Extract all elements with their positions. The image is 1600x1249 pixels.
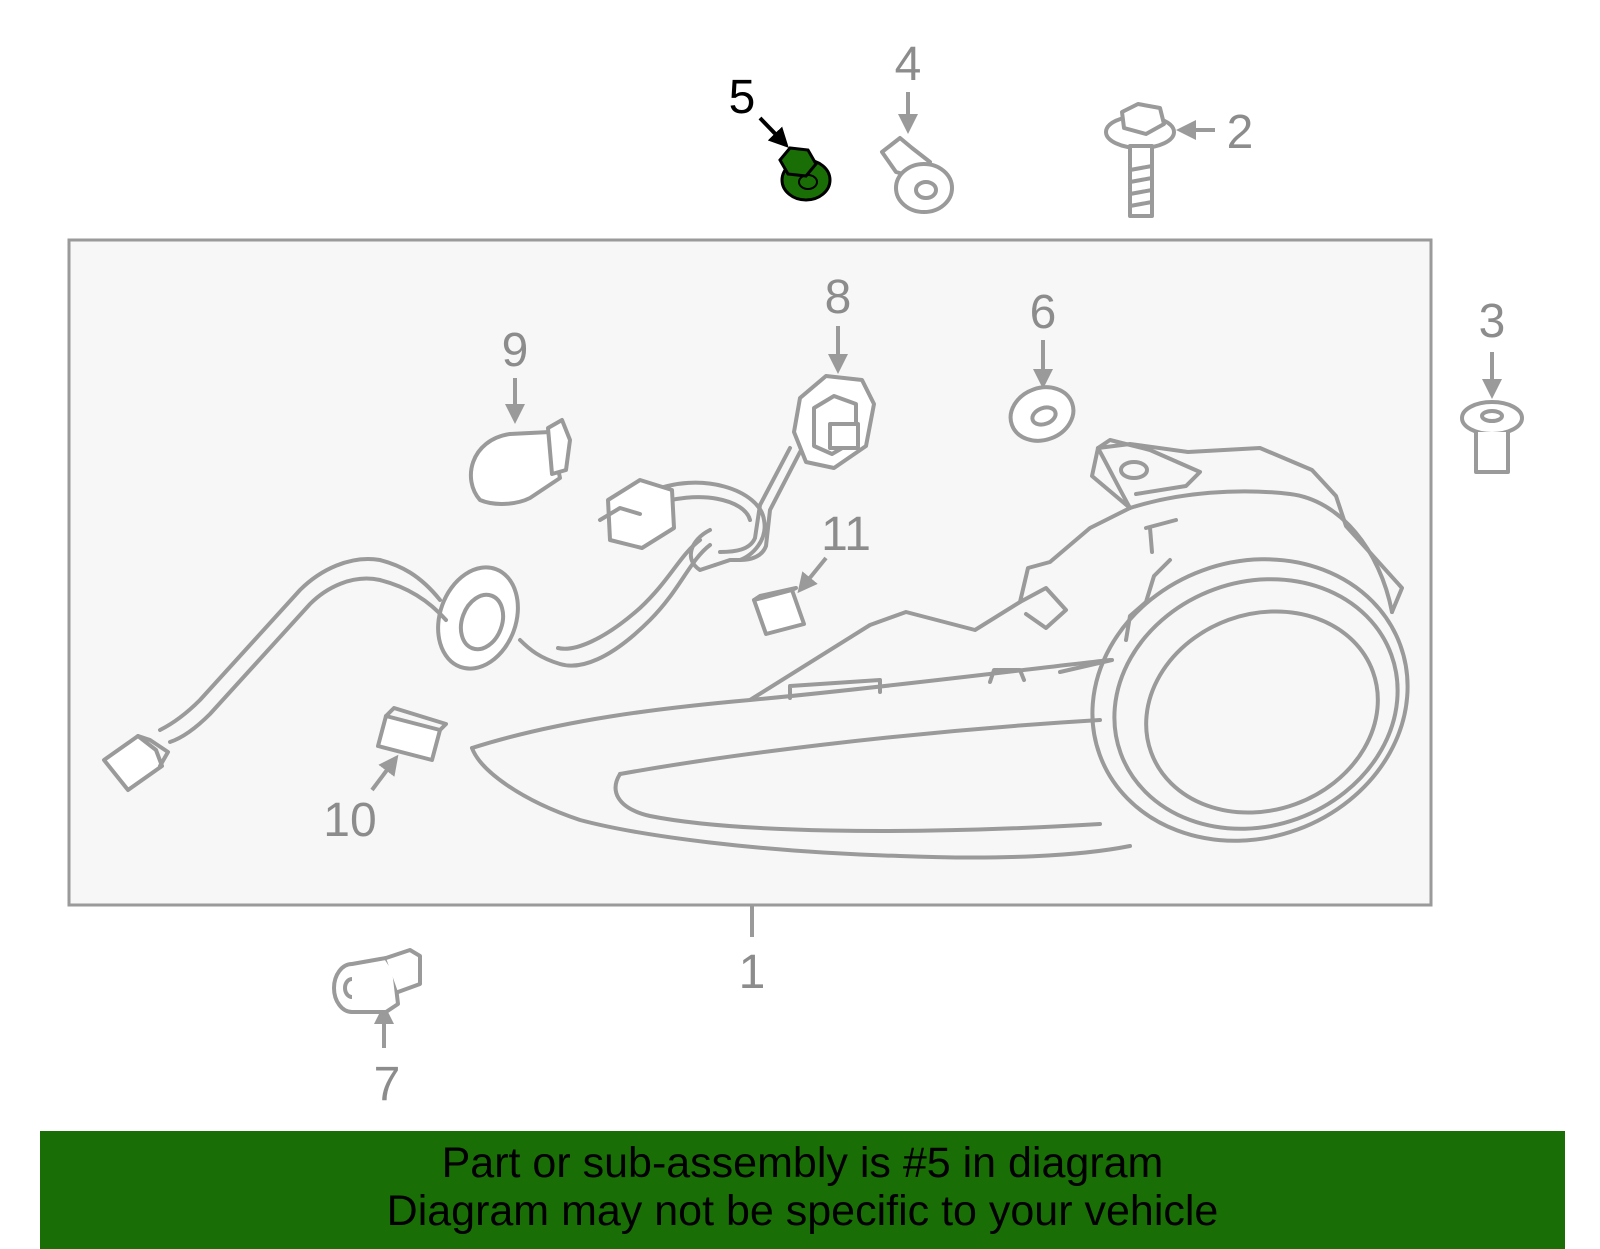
headlamp-assembly-box xyxy=(67,238,1433,907)
part-5-nut-highlighted[interactable]: 5 xyxy=(729,71,832,202)
callout-8-label[interactable]: 8 xyxy=(825,271,852,324)
part-3-clip[interactable]: 3 xyxy=(1460,295,1524,474)
banner-line-2: Diagram may not be specific to your vehi… xyxy=(386,1187,1219,1235)
part-4-grommet[interactable]: 4 xyxy=(880,38,954,214)
part-1-headlamp-body[interactable] xyxy=(470,438,1448,884)
banner-line-1: Part or sub-assembly is #5 in diagram xyxy=(441,1139,1164,1187)
part-11-pad[interactable]: 11 xyxy=(752,508,871,636)
callout-3-label[interactable]: 3 xyxy=(1479,295,1506,348)
callout-7-label[interactable]: 7 xyxy=(374,1058,401,1111)
part-2-bolt[interactable]: 2 xyxy=(1104,102,1254,218)
part-7-clip[interactable]: 7 xyxy=(332,948,422,1111)
callout-5-arrow xyxy=(758,116,789,148)
info-banner: Part or sub-assembly is #5 in diagram Di… xyxy=(40,1131,1565,1249)
callout-5-label[interactable]: 5 xyxy=(729,71,756,124)
callout-2-label[interactable]: 2 xyxy=(1227,106,1254,159)
wiring-harness[interactable] xyxy=(102,446,802,792)
callout-11-label[interactable]: 11 xyxy=(821,508,871,561)
part-10-pad[interactable]: 10 xyxy=(323,706,448,847)
callout-10-label[interactable]: 10 xyxy=(323,794,376,847)
callout-1-label[interactable]: 1 xyxy=(739,946,766,999)
callout-10-arrow xyxy=(370,754,399,792)
part-6-grommet[interactable]: 6 xyxy=(1003,286,1081,449)
callout-6-label[interactable]: 6 xyxy=(1030,286,1057,339)
callout-9-label[interactable]: 9 xyxy=(502,324,529,377)
callout-11-arrow xyxy=(797,556,828,594)
part-9-bulb[interactable]: 9 xyxy=(468,324,572,506)
callout-4-label[interactable]: 4 xyxy=(895,38,922,91)
part-8-socket[interactable]: 8 xyxy=(792,271,876,470)
